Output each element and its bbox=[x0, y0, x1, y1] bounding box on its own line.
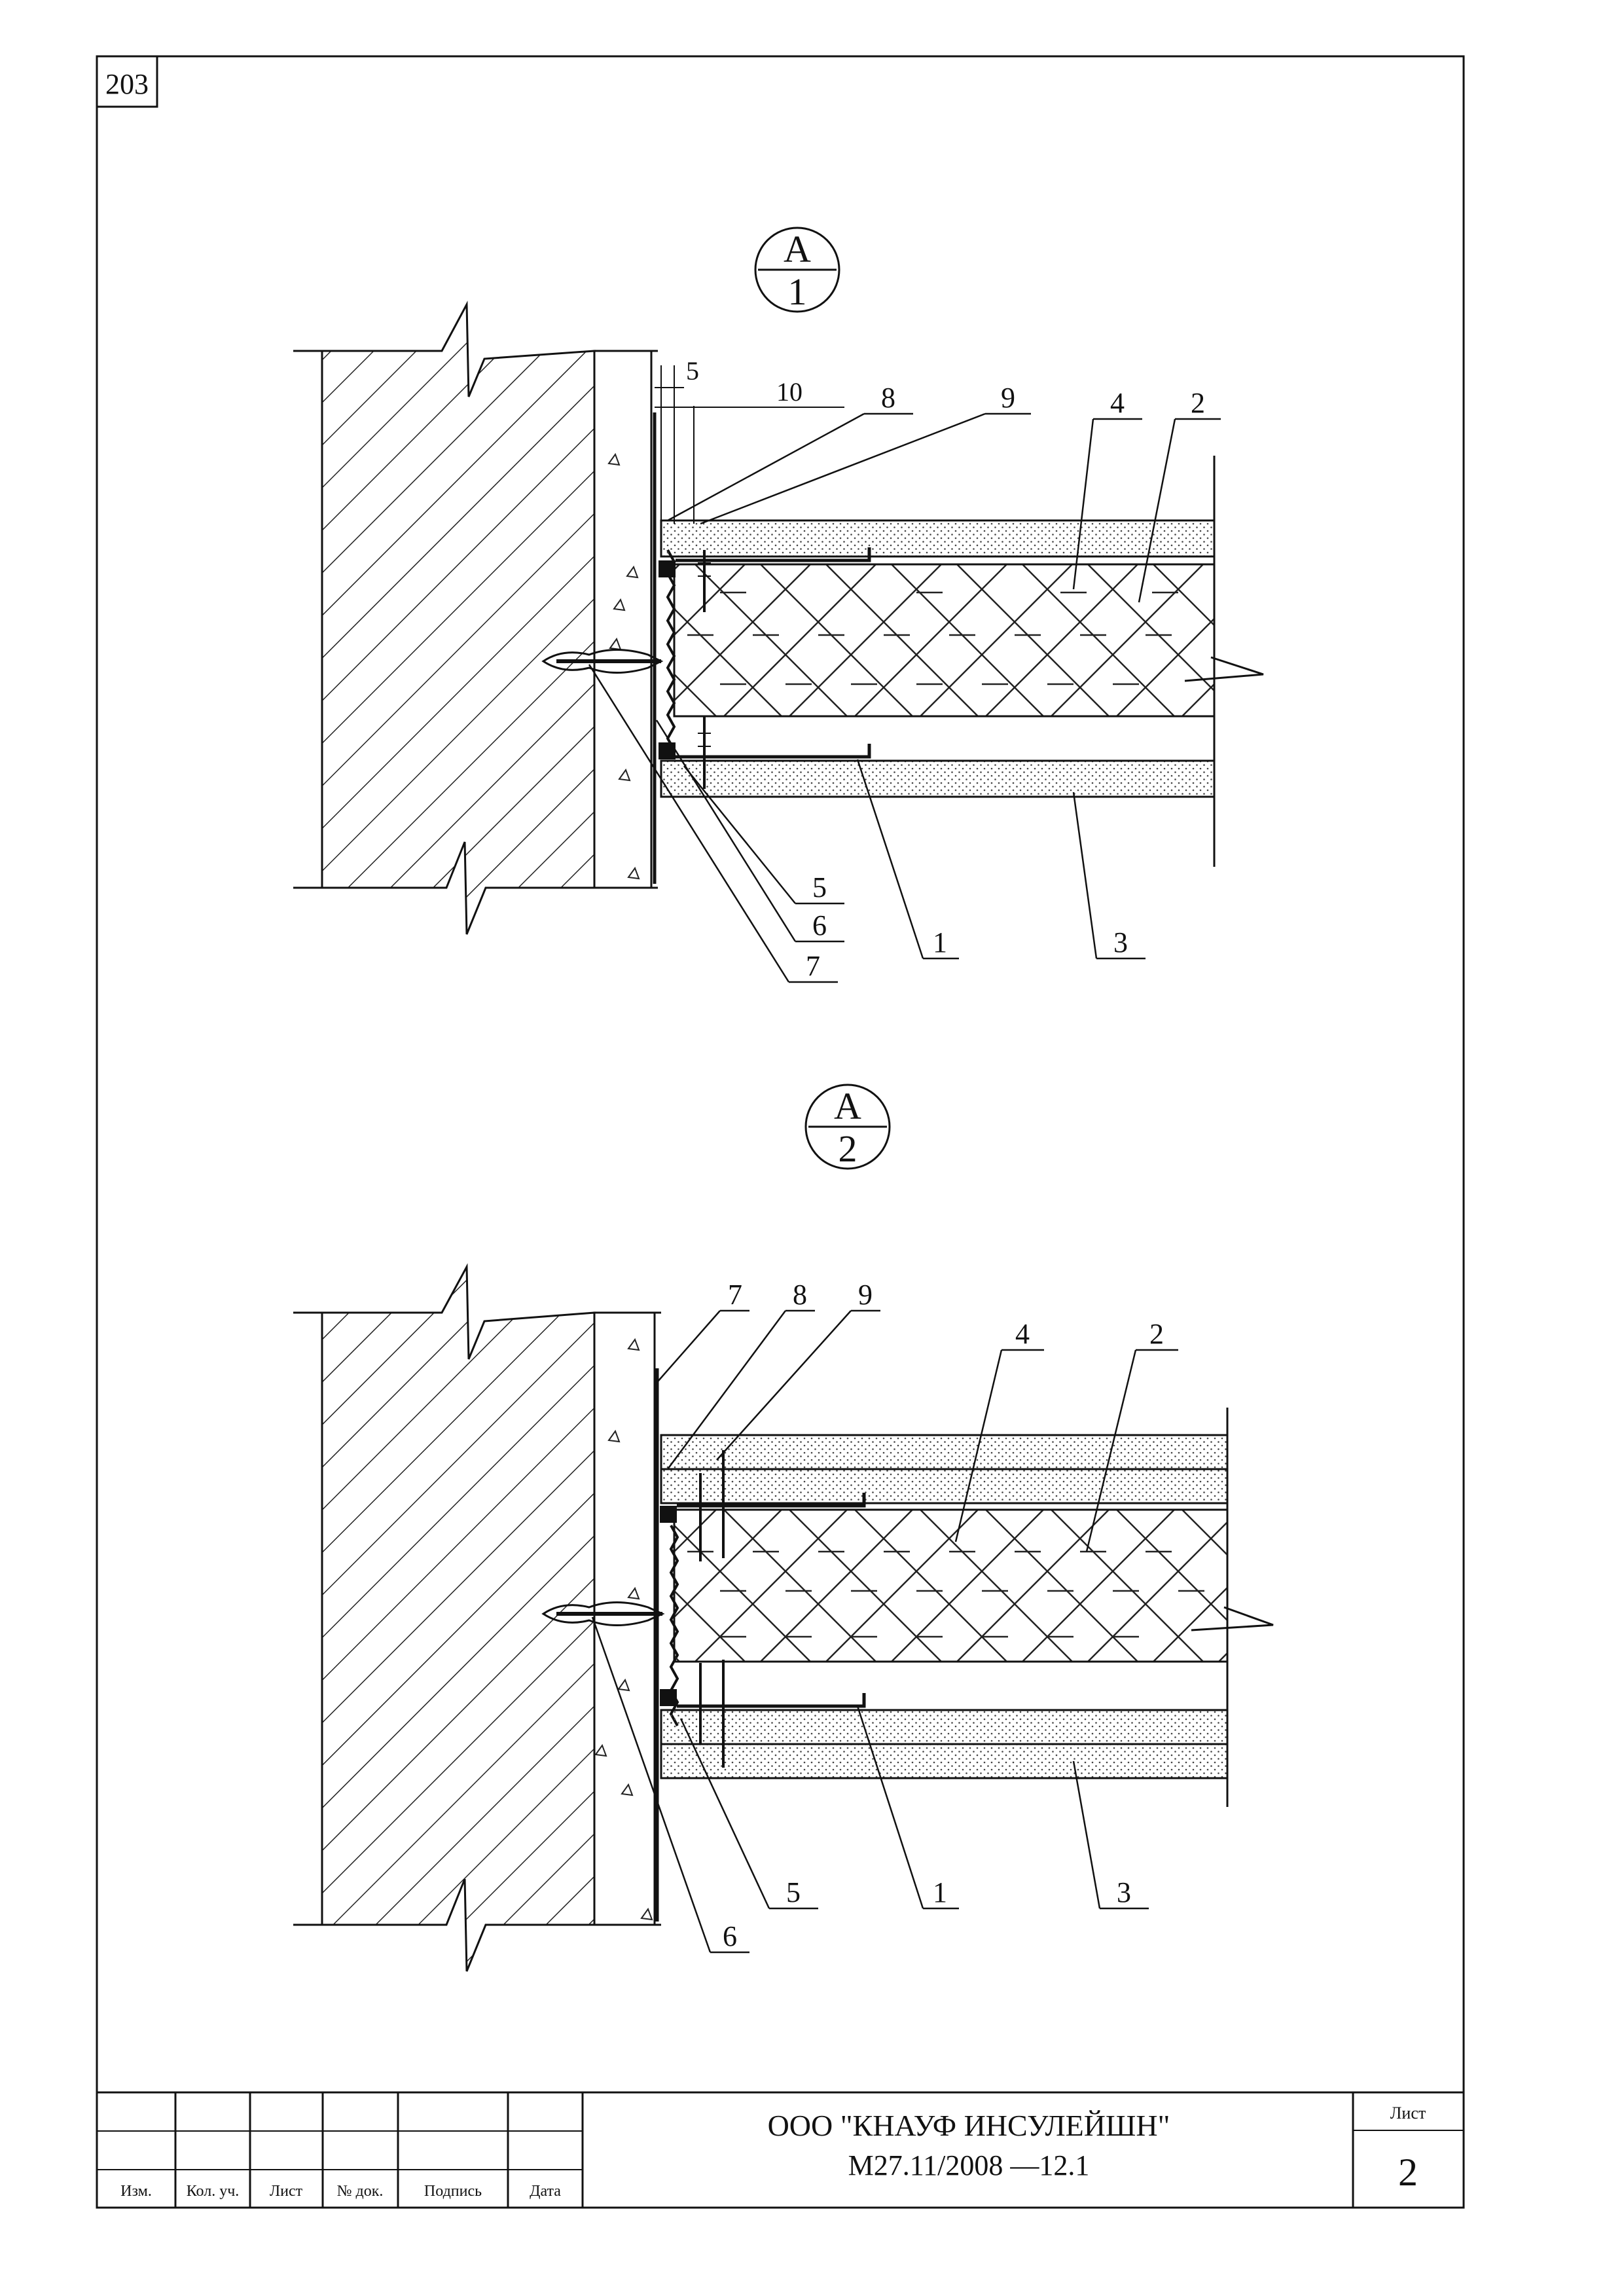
detail-1-callout-1: 1 bbox=[856, 759, 959, 960]
detail-1-marker-letter: A bbox=[784, 228, 811, 270]
detail-2-plaster-layer bbox=[593, 1311, 661, 1926]
detail-2-callout-8: 8 bbox=[666, 1279, 815, 1470]
detail-2-callout-9: 9 bbox=[716, 1279, 880, 1461]
detail-1-callout-2-text: 2 bbox=[1191, 387, 1205, 419]
detail-1-board-bottom bbox=[660, 759, 1216, 798]
tb-header-izm: Изм. bbox=[120, 2183, 152, 2200]
detail-1-plaster-layer bbox=[593, 350, 658, 889]
tb-header-kol-uch: Кол. уч. bbox=[187, 2183, 240, 2200]
tb-header-doc-no: № док. bbox=[337, 2183, 384, 2200]
detail-1-callout-5-text: 5 bbox=[812, 871, 827, 903]
detail-1-callout-5: 5 bbox=[683, 765, 844, 905]
detail-1-callout-4: 4 bbox=[1072, 387, 1142, 590]
detail-2-anchor bbox=[541, 1601, 665, 1626]
detail-1-board-top bbox=[660, 519, 1216, 558]
detail-1-callout-3-text: 3 bbox=[1113, 926, 1128, 958]
detail-1-callout-8: 8 bbox=[667, 382, 913, 522]
detail-2-wall bbox=[293, 1263, 596, 1972]
detail-2-break-arrow bbox=[1191, 1606, 1274, 1631]
detail-2-callout-1-text: 1 bbox=[933, 1876, 947, 1908]
detail-2-board-top-inner bbox=[660, 1468, 1229, 1504]
detail-1-callout-9-text: 9 bbox=[1001, 382, 1015, 414]
detail-1-callout-4-text: 4 bbox=[1110, 387, 1125, 419]
detail-2-marker-letter: A bbox=[834, 1085, 861, 1127]
detail-2-marker: A 2 bbox=[804, 1084, 891, 1170]
detail-2-callout-6: 6 bbox=[591, 1616, 749, 1954]
tb-company: ООО "КНАУФ ИНСУЛЕЙШН" bbox=[768, 2109, 1170, 2142]
detail-2-callout-1: 1 bbox=[856, 1705, 959, 1910]
detail-2-callout-9-text: 9 bbox=[858, 1279, 873, 1311]
corner-sheet-number: 203 bbox=[96, 55, 158, 108]
detail-1-marker: A 1 bbox=[754, 227, 840, 313]
detail-2-callout-7: 7 bbox=[657, 1279, 749, 1382]
detail-2-callout-8-text: 8 bbox=[793, 1279, 807, 1311]
tb-header-date: Дата bbox=[530, 2183, 561, 2200]
detail-1-insulation bbox=[673, 563, 1216, 718]
detail-2-board-top-outer bbox=[660, 1434, 1229, 1470]
tb-sheet-value: 2 bbox=[1398, 2151, 1418, 2194]
detail-1: A 1 bbox=[293, 227, 1264, 983]
tb-header-signature: Подпись bbox=[424, 2183, 482, 2200]
detail-2-callout-5-text: 5 bbox=[786, 1876, 801, 1908]
detail-1-callout-1-text: 1 bbox=[933, 926, 947, 958]
title-block: Изм. Кол. уч. Лист № док. Подпись Дата О… bbox=[97, 2091, 1464, 2208]
detail-1-callout-6: 6 bbox=[655, 720, 844, 943]
detail-1-profile bbox=[666, 549, 676, 751]
detail-2-callout-4-text: 4 bbox=[1015, 1318, 1030, 1350]
detail-2-callout-4: 4 bbox=[954, 1318, 1044, 1542]
detail-1-dim-5: 5 bbox=[686, 356, 699, 386]
corner-sheet-number-text: 203 bbox=[105, 68, 149, 100]
detail-1-callout-7: 7 bbox=[588, 664, 838, 983]
drawing-frame bbox=[96, 55, 1465, 2209]
detail-2-board-bottom-outer bbox=[660, 1743, 1229, 1779]
detail-2-callout-7-text: 7 bbox=[728, 1279, 742, 1311]
detail-2-board-bottom-inner bbox=[660, 1709, 1229, 1745]
detail-2: A 2 bbox=[293, 1084, 1274, 1972]
detail-2-callout-2: 2 bbox=[1085, 1318, 1178, 1552]
tb-header-list: Лист bbox=[270, 2183, 303, 2200]
detail-1-callout-7-text: 7 bbox=[806, 950, 820, 982]
detail-2-callout-5: 5 bbox=[679, 1718, 818, 1910]
detail-2-callout-2-text: 2 bbox=[1149, 1318, 1164, 1350]
detail-1-marker-number: 1 bbox=[788, 270, 807, 313]
tb-document-code: М27.11/2008 —12.1 bbox=[848, 2149, 1090, 2181]
detail-1-dim-10: 10 bbox=[776, 377, 803, 407]
detail-2-marker-number: 2 bbox=[839, 1127, 857, 1170]
detail-1-callout-6-text: 6 bbox=[812, 909, 827, 941]
detail-1-callout-2: 2 bbox=[1138, 387, 1221, 603]
detail-1-dimension: 5 10 bbox=[655, 356, 844, 524]
detail-1-callout-8-text: 8 bbox=[881, 382, 895, 414]
detail-1-callout-3: 3 bbox=[1072, 792, 1146, 960]
detail-1-wall bbox=[293, 301, 596, 935]
detail-2-callout-6-text: 6 bbox=[723, 1920, 737, 1952]
detail-1-break-arrow bbox=[1184, 656, 1264, 682]
detail-2-callout-3-text: 3 bbox=[1117, 1876, 1131, 1908]
detail-1-anchor bbox=[541, 649, 664, 674]
detail-1-callout-9: 9 bbox=[700, 382, 1031, 525]
tb-sheet-label: Лист bbox=[1390, 2104, 1426, 2123]
detail-2-insulation bbox=[673, 1508, 1229, 1663]
detail-2-callout-3: 3 bbox=[1072, 1760, 1149, 1910]
